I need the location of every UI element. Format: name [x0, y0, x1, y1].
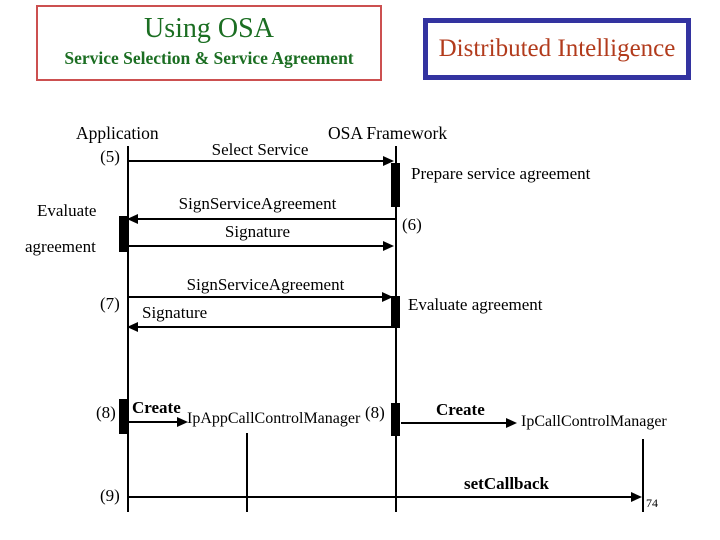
activation-evaluate-right: [391, 296, 400, 328]
message-select-service-label: Select Service: [211, 140, 309, 159]
lifeline-ipcallcontrolmanager: [642, 439, 644, 512]
activation-create-right: [391, 403, 400, 436]
message-create-right-arrow: [401, 418, 517, 428]
slide-subtitle: Service Selection & Service Agreement: [64, 48, 354, 69]
message-sign-service-agreement-6-arrow: [127, 214, 396, 224]
lifeline-ipappcallcontrolmanager: [246, 433, 248, 512]
message-signature-7-label: Signature: [142, 303, 208, 322]
message-select-service-arrow: [128, 156, 394, 166]
message-sign-service-agreement-7-label: SignServiceAgreement: [186, 275, 345, 294]
message-signature-7-arrow: [127, 322, 395, 332]
object-ipcallcontrolmanager-label: IpCallControlManager: [521, 413, 667, 430]
message-setcallback-arrow: [128, 492, 642, 502]
step-8-left-number: (8): [96, 403, 116, 422]
object-ipappcallcontrolmanager-label: IpAppCallControlManager: [187, 410, 361, 427]
step-7-number: (7): [100, 294, 120, 313]
activation-prepare-agreement: [391, 163, 400, 207]
actor-osa-framework-label: OSA Framework: [328, 123, 448, 143]
step-5-number: (5): [100, 147, 120, 166]
distributed-intelligence-badge: Distributed Intelligence: [423, 18, 691, 80]
actor-application-label: Application: [76, 123, 159, 143]
title-box: Using OSA Service Selection & Service Ag…: [36, 5, 382, 81]
note-evaluate-left-line1: Evaluate: [37, 201, 97, 220]
message-sign-service-agreement-6-label: SignServiceAgreement: [178, 194, 337, 213]
message-create-left-arrow: [128, 417, 188, 427]
activation-create-left: [119, 399, 128, 434]
message-signature-6-label: Signature: [224, 222, 291, 241]
message-signature-6-arrow: [128, 241, 394, 251]
step-9-number: (9): [100, 486, 120, 505]
message-create-right-label: Create: [436, 400, 485, 419]
page-number: 74: [646, 496, 658, 510]
lifeline-osa-framework: [395, 146, 397, 512]
note-evaluate-agreement-right: Evaluate agreement: [408, 295, 543, 314]
badge-label: Distributed Intelligence: [438, 35, 676, 62]
message-sign-service-agreement-7-arrow: [128, 292, 393, 302]
step-6-number: (6): [402, 215, 422, 234]
note-prepare-service-agreement: Prepare service agreement: [411, 164, 591, 183]
note-evaluate-left-line2: agreement: [25, 237, 96, 256]
message-create-left-label: Create: [132, 398, 181, 417]
activation-evaluate-left: [119, 216, 128, 252]
message-setcallback-label: setCallback: [464, 474, 549, 493]
step-8-right-number: (8): [365, 403, 385, 422]
slide-title: Using OSA: [144, 13, 274, 44]
